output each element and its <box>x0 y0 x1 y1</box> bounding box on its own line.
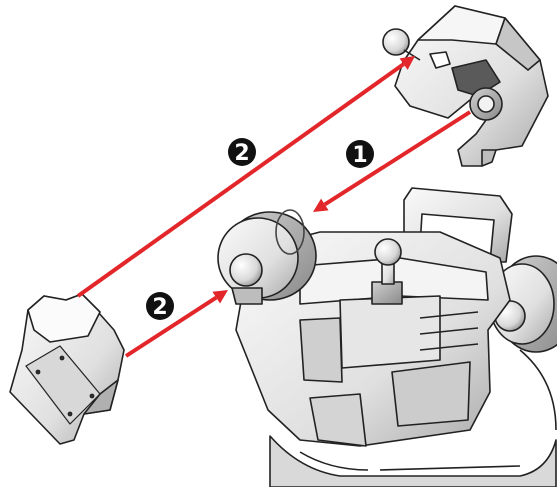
step-marker-circle-3 <box>146 292 174 320</box>
step-number-1: 1 <box>352 143 367 168</box>
arrow-line-1 <box>323 110 472 207</box>
arrow-head-3 <box>212 290 228 304</box>
step-number-3: 2 <box>152 295 167 320</box>
step-marker-circle-2 <box>228 138 256 166</box>
arrow-head-1 <box>313 198 329 212</box>
arrow-line-3 <box>124 295 218 358</box>
arrow-line-2 <box>76 62 405 298</box>
shoulder-clamp-part <box>382 5 549 167</box>
arrows <box>76 56 472 358</box>
chest-plate-part <box>9 293 125 445</box>
step-markers: 1 2 2 <box>146 138 374 320</box>
robot-torso <box>217 187 557 487</box>
arrow-head-2 <box>399 56 415 70</box>
step-number-2: 2 <box>234 141 249 166</box>
step-marker-circle-1 <box>346 140 374 168</box>
